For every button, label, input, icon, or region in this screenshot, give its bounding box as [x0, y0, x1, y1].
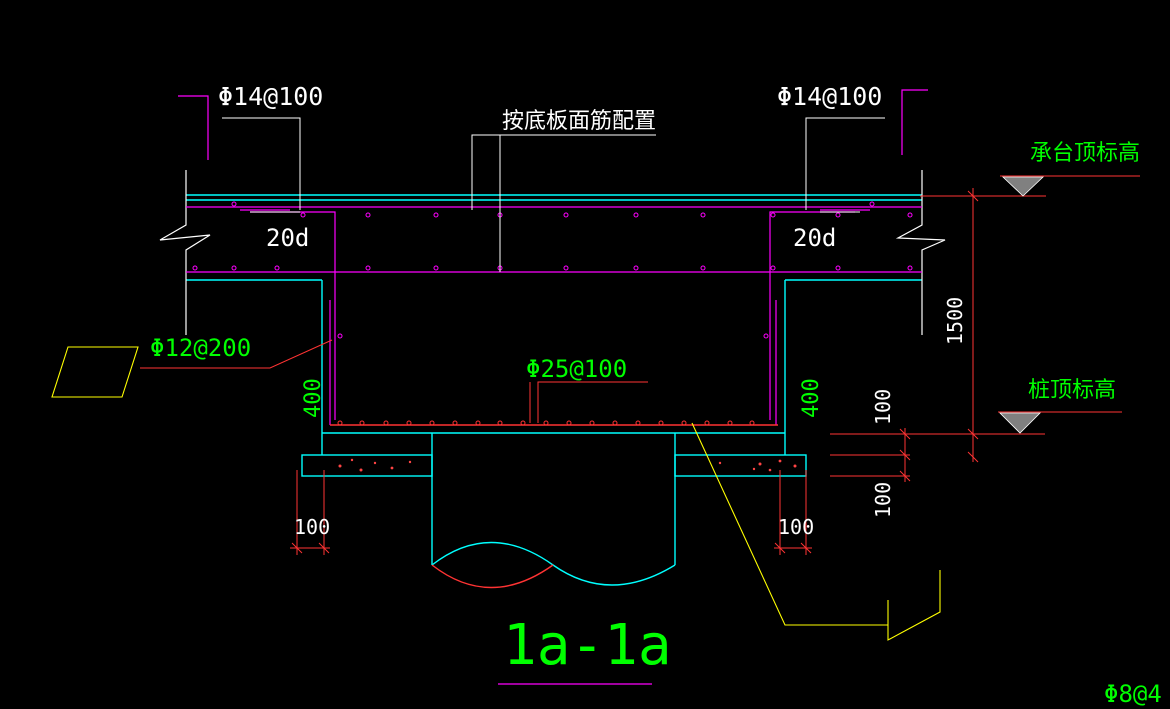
rebar-label-side: Φ12@200	[150, 334, 251, 362]
dim-100-upper: 100	[871, 389, 895, 425]
dim-1500: 1500	[943, 297, 967, 345]
red-leaders	[140, 175, 1140, 555]
rebar-label-top-right: Φ14@100	[777, 82, 882, 111]
yellow-detail	[51, 346, 941, 641]
concrete-outline	[186, 194, 922, 586]
rebar-label-top-left: Φ14@100	[218, 82, 323, 111]
note-top-center: 按底板面筋配置	[502, 109, 656, 134]
dim-400-right: 400	[799, 378, 824, 418]
rebar-dots	[192, 201, 913, 339]
rebar-label-corner: Φ8@4	[1104, 680, 1162, 708]
elevation-marker-cap-top	[1001, 176, 1045, 197]
dim-100-right: 100	[778, 515, 814, 539]
break-lines	[159, 170, 946, 335]
bottom-rebar	[330, 420, 778, 426]
rebar-lines	[178, 89, 928, 685]
elevation-label-cap-top: 承台顶标高	[1030, 141, 1140, 166]
anchor-label-right: 20d	[793, 224, 836, 252]
section-title: 1a-1a	[503, 613, 672, 678]
text-labels: Φ14@100 Φ14@100 按底板面筋配置 20d 20d Φ12@200 …	[150, 82, 1162, 708]
dim-100-left: 100	[294, 515, 330, 539]
dim-400-left: 400	[301, 378, 326, 418]
elevation-marker-pile-top	[999, 412, 1041, 434]
dim-100-lower: 100	[871, 482, 895, 518]
elevation-label-pile-top: 桩顶标高	[1028, 378, 1116, 403]
leader-lines	[222, 117, 885, 272]
rebar-section-symbol	[51, 346, 139, 398]
flange-speckle	[338, 458, 797, 472]
rebar-label-bottom: Φ25@100	[526, 355, 627, 383]
pile-break-red	[431, 564, 554, 589]
elevation-markers	[999, 176, 1045, 434]
anchor-label-left: 20d	[266, 224, 309, 252]
